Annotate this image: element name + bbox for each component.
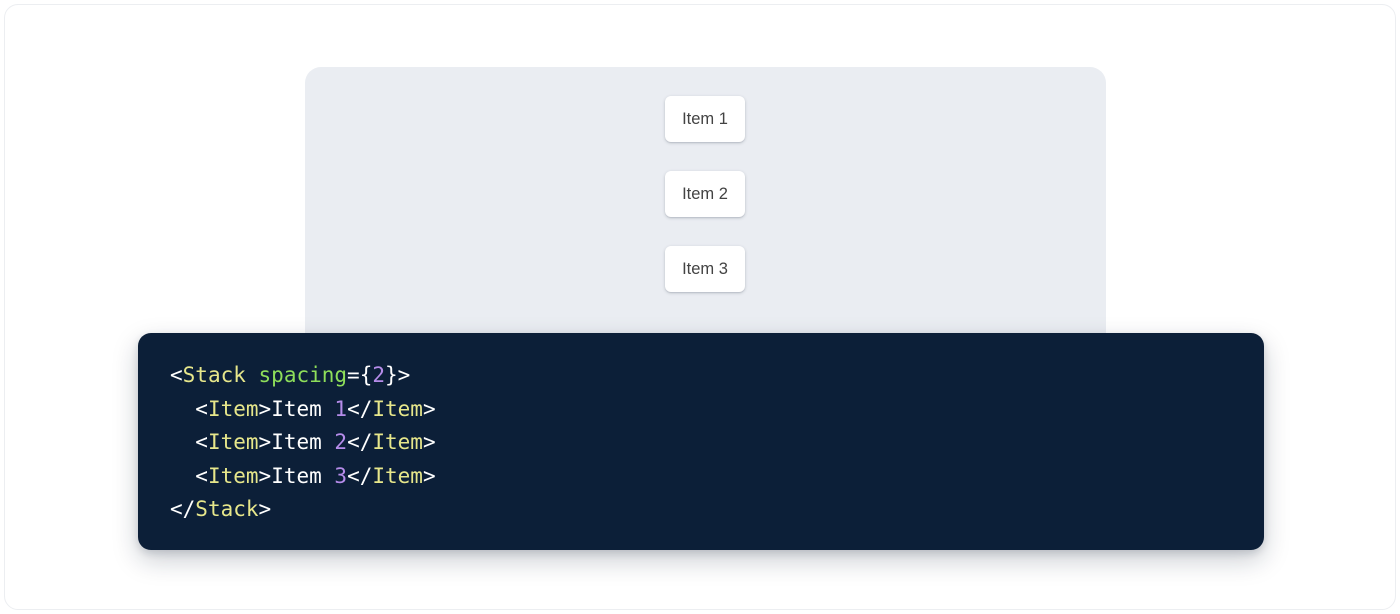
code-token-num: 1 <box>334 396 348 421</box>
code-token-punct: > <box>422 396 436 421</box>
code-snippet-text: <Stack spacing={2}> <Item>Item 1</Item> … <box>170 359 1232 527</box>
code-token-punct: > <box>422 463 436 488</box>
stack-item-3[interactable]: Item 3 <box>665 246 745 292</box>
code-token-punct: </ <box>347 396 373 421</box>
code-token-text: Item <box>271 396 335 421</box>
code-token-punct <box>246 363 259 387</box>
code-token-tag: Item <box>207 430 259 455</box>
code-snippet-block[interactable]: <Stack spacing={2}> <Item>Item 1</Item> … <box>138 333 1264 550</box>
code-token-punct: ={ <box>347 363 373 387</box>
stack-container: Item 1 Item 2 Item 3 <box>665 96 745 292</box>
code-line: <Stack spacing={2}> <box>170 363 410 387</box>
stack-item-1[interactable]: Item 1 <box>665 96 745 142</box>
code-token-punct: </ <box>170 497 196 522</box>
code-token-punct: </ <box>347 463 373 488</box>
stack-item-3-label: Item 3 <box>682 259 728 278</box>
code-token-tag: Item <box>372 463 423 488</box>
code-token-attr: spacing <box>258 363 348 387</box>
code-token-punct: < <box>195 430 208 455</box>
code-token-punct: > <box>422 430 436 455</box>
stack-item-2-label: Item 2 <box>682 184 728 203</box>
code-token-num: 2 <box>372 363 385 387</box>
code-token-punct: }> <box>385 363 411 387</box>
code-token-tag: Item <box>372 430 423 455</box>
code-token-punct: </ <box>347 430 373 455</box>
code-token-text: Item <box>271 463 335 488</box>
stack-item-2[interactable]: Item 2 <box>665 171 745 217</box>
code-line: </Stack> <box>170 497 271 521</box>
code-token-tag: Item <box>207 396 259 421</box>
code-token-num: 2 <box>334 430 348 455</box>
code-token-punct: < <box>170 363 183 387</box>
code-line: <Item>Item 3</Item> <box>170 463 436 488</box>
stack-item-1-label: Item 1 <box>682 109 728 128</box>
code-token-punct: > <box>258 396 272 421</box>
page-frame: Item 1 Item 2 Item 3 <Stack spacing={2}>… <box>4 4 1396 610</box>
code-token-punct: < <box>195 396 208 421</box>
code-token-punct: > <box>258 463 272 488</box>
code-token-punct: < <box>195 463 208 488</box>
code-token-tag: Item <box>207 463 259 488</box>
code-token-tag: Stack <box>182 363 246 387</box>
code-line: <Item>Item 1</Item> <box>170 396 436 421</box>
code-token-tag: Stack <box>195 497 259 522</box>
code-token-tag: Item <box>372 396 423 421</box>
code-line: <Item>Item 2</Item> <box>170 430 436 455</box>
code-token-punct: > <box>258 497 272 522</box>
code-token-punct: > <box>258 430 272 455</box>
code-token-num: 3 <box>334 463 348 488</box>
code-token-text: Item <box>271 430 335 455</box>
